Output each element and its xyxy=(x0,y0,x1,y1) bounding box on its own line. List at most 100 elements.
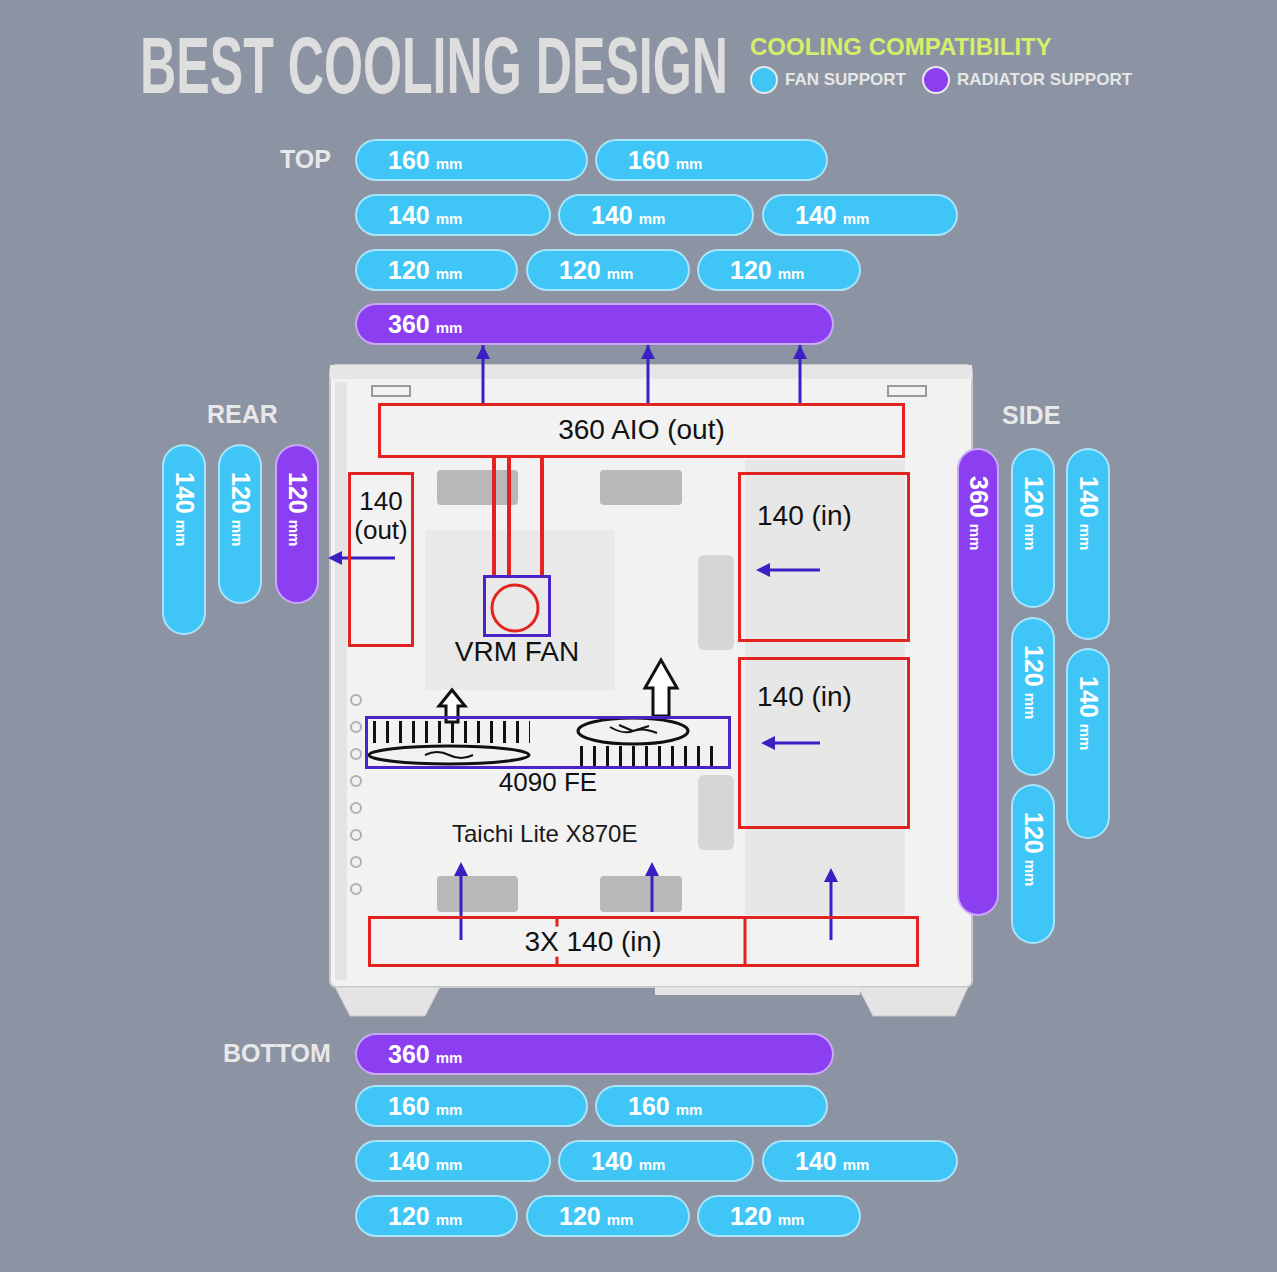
fan-size-pill: 120mm xyxy=(218,444,262,604)
vrm-fan-symbol xyxy=(492,585,538,631)
legend-text: FAN SUPPORT xyxy=(785,70,906,90)
pill-label: 360 mm xyxy=(388,1042,462,1067)
case-foot xyxy=(858,987,968,1016)
fan-size-pill: 140mm xyxy=(162,444,206,635)
fan-size-pill: 120 mm xyxy=(1011,617,1055,776)
io-hole xyxy=(351,749,361,759)
size-unit: mm xyxy=(436,1212,463,1227)
rear-io-holes xyxy=(351,695,361,894)
fan-size-pill: 120 mm xyxy=(697,249,861,291)
io-hole xyxy=(351,857,361,867)
title: BEST COOLING DESIGN xyxy=(140,26,728,106)
size-unit: mm xyxy=(436,1050,463,1065)
size-unit: mm xyxy=(230,520,245,547)
intake-fan-box: 140 (in) xyxy=(738,657,910,829)
motherboard-tray xyxy=(425,530,615,690)
case-body xyxy=(330,365,972,987)
gpu-fan-blades xyxy=(610,725,657,733)
size-unit: mm xyxy=(778,266,805,281)
connector xyxy=(476,345,490,403)
size-value: 140 xyxy=(388,203,430,228)
pill-label: 360mm xyxy=(966,476,991,550)
radiator-size-pill: 360 mm xyxy=(355,303,834,345)
pill-label: 120mm xyxy=(285,472,310,546)
legend-swatch xyxy=(750,66,778,94)
connector xyxy=(542,458,543,575)
size-unit: mm xyxy=(843,211,870,226)
intake-fan-box: 140 (in) xyxy=(738,472,910,642)
size-unit: mm xyxy=(436,156,463,171)
fan-size-pill: 120mm xyxy=(526,249,690,291)
size-value: 360 xyxy=(388,1042,430,1067)
pill-label: 360 mm xyxy=(388,312,462,337)
size-value: 120 xyxy=(730,1204,772,1229)
pill-label: 140 mm xyxy=(1076,476,1101,550)
gpu-fan-blades xyxy=(425,752,473,758)
fan-size-pill: 120 mm xyxy=(526,1195,690,1237)
fan-size-pill: 120 mm xyxy=(355,249,518,291)
size-unit: mm xyxy=(1078,524,1093,551)
pill-label: 140mm xyxy=(591,1149,665,1174)
pill-label: 120mm xyxy=(1021,476,1046,550)
size-unit: mm xyxy=(607,1212,634,1227)
arrowhead xyxy=(761,736,775,750)
pill-label: 140mm xyxy=(795,1149,869,1174)
size-value: 120 xyxy=(285,472,310,514)
rear-panel xyxy=(335,382,347,980)
box-label: 360 AIO (out) xyxy=(558,415,725,446)
io-hole xyxy=(351,884,361,894)
arrowhead xyxy=(793,345,807,359)
size-unit: mm xyxy=(1023,524,1038,551)
section-label: REAR xyxy=(207,402,278,427)
radiator-size-pill: 360mm xyxy=(957,448,999,916)
size-value: 140 xyxy=(795,203,837,228)
size-unit: mm xyxy=(174,520,189,547)
connector xyxy=(793,345,807,403)
box-label: 140 (in) xyxy=(757,682,903,713)
arrowhead xyxy=(824,868,838,882)
fan-size-pill: 120mm xyxy=(1011,448,1055,608)
fan-size-pill: 120 mm xyxy=(697,1195,861,1237)
size-value: 120 xyxy=(730,258,772,283)
pill-label: 120 mm xyxy=(559,1204,633,1229)
legend-text: RADIATOR SUPPORT xyxy=(957,70,1132,90)
pill-label: 140mm xyxy=(388,203,462,228)
size-value: 160 xyxy=(388,1094,430,1119)
board-label: Taichi Lite X870E xyxy=(452,822,637,846)
case-foot xyxy=(335,987,440,1016)
airflow-arrow xyxy=(460,872,463,940)
airflow-arrow xyxy=(338,557,395,560)
size-value: 120 xyxy=(1021,645,1046,687)
arrowhead xyxy=(756,563,770,577)
connector xyxy=(494,458,495,575)
radiator-size-pill: 360 mm xyxy=(355,1033,834,1075)
size-unit: mm xyxy=(968,524,983,551)
legend-heading: COOLING COMPATIBILITY xyxy=(750,35,1052,59)
size-unit: mm xyxy=(436,266,463,281)
size-unit: mm xyxy=(843,1157,870,1172)
size-unit: mm xyxy=(676,156,703,171)
size-value: 120 xyxy=(559,1204,601,1229)
fan-size-pill: 120mm xyxy=(1011,784,1055,944)
size-value: 140 xyxy=(1076,476,1101,518)
part-label: VRM FAN xyxy=(455,637,579,666)
io-hole xyxy=(351,776,361,786)
fan-size-pill: 160mm xyxy=(595,1085,828,1127)
pill-label: 120 mm xyxy=(730,1204,804,1229)
size-unit: mm xyxy=(1023,693,1038,720)
section-label: TOP xyxy=(280,147,331,172)
pill-label: 140mm xyxy=(1076,676,1101,750)
size-value: 140 xyxy=(388,1149,430,1174)
fan-size-pill: 140mm xyxy=(558,194,754,236)
size-unit: mm xyxy=(778,1212,805,1227)
arrowhead xyxy=(645,862,659,876)
size-value: 120 xyxy=(388,1204,430,1229)
size-value: 360 xyxy=(388,312,430,337)
pill-label: 140 mm xyxy=(795,203,869,228)
pill-label: 120mm xyxy=(228,472,253,546)
intake-fan-row: 3X 140 (in) xyxy=(368,916,919,967)
box-label: 140 (out) xyxy=(353,487,409,545)
box-label: 3X 140 (in) xyxy=(521,926,666,957)
size-value: 120 xyxy=(388,258,430,283)
size-unit: mm xyxy=(436,320,463,335)
